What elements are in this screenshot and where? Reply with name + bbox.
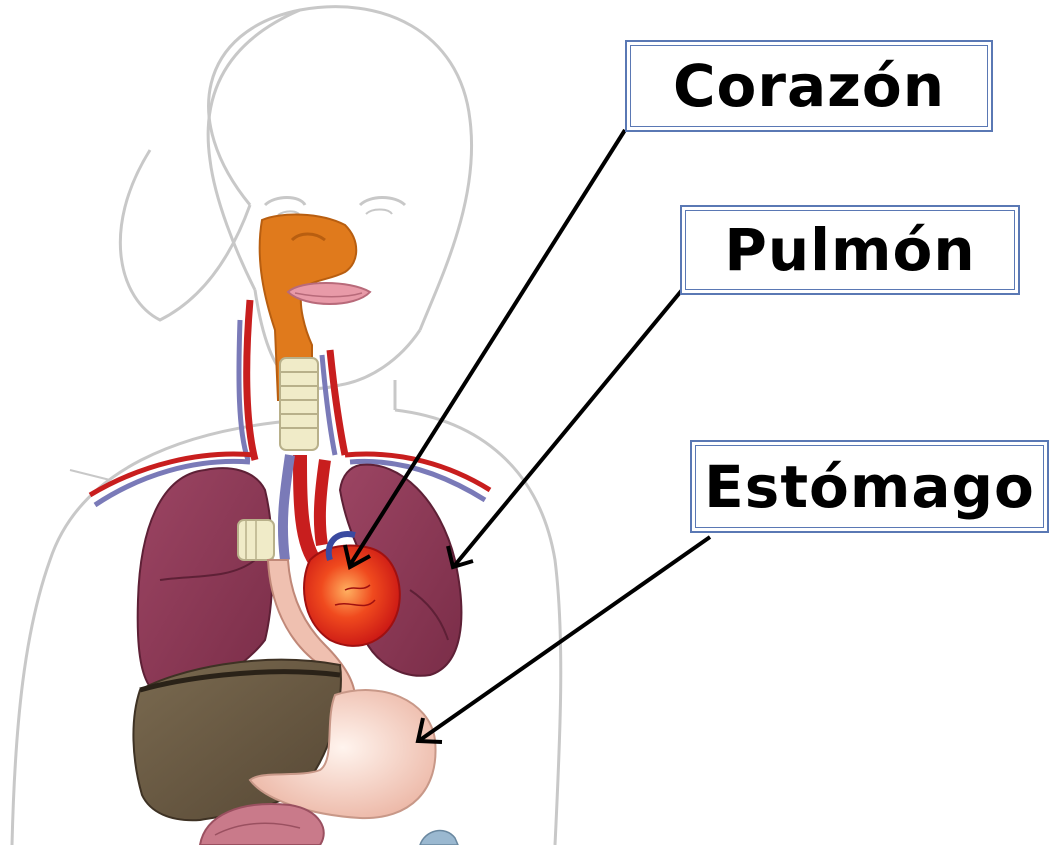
great-vessels	[283, 455, 325, 565]
arrow-lung	[448, 290, 682, 567]
label-stomach: Estómago	[704, 458, 1035, 516]
trachea	[280, 358, 318, 450]
label-box-lung: Pulmón	[680, 205, 1020, 295]
label-heart: Corazón	[673, 57, 945, 115]
label-box-heart: Corazón	[625, 40, 993, 132]
label-lung: Pulmón	[724, 221, 975, 279]
arrow-stomach	[418, 537, 710, 742]
label-box-stomach: Estómago	[690, 440, 1049, 533]
bronchus	[238, 520, 274, 560]
